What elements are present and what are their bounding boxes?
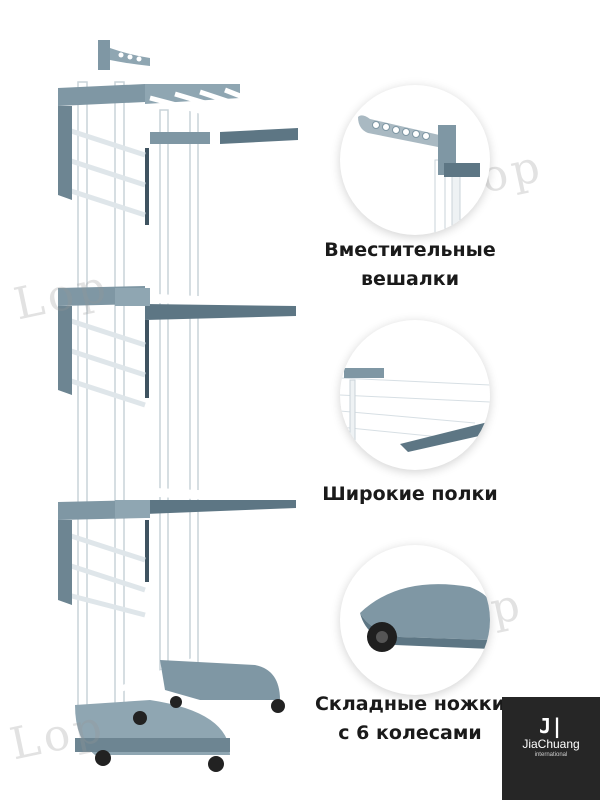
shelf-tier-top bbox=[58, 84, 298, 200]
rack-base-legs bbox=[75, 657, 280, 755]
feature-circle-shelves bbox=[340, 320, 490, 470]
hanger-bar-icon bbox=[358, 115, 480, 235]
brand-logo: J| JiaChuang international bbox=[502, 697, 600, 800]
shelf-tier-bottom bbox=[58, 487, 296, 605]
feature-caption-line: Складные ножки bbox=[314, 693, 506, 715]
shelf-tier-middle bbox=[58, 286, 296, 395]
brand-logo-name: JiaChuang bbox=[522, 737, 580, 751]
feature-caption-hangers: Вместительные вешалки bbox=[300, 236, 520, 294]
feature-caption-line: Вместительные bbox=[324, 239, 496, 261]
feature-caption-wheels: Складные ножки с 6 колесами bbox=[300, 690, 520, 748]
feature-circle-wheels bbox=[340, 545, 490, 695]
feature-caption-line: вешалки bbox=[360, 268, 460, 290]
top-hanger-bar bbox=[98, 40, 150, 70]
rack-wheels bbox=[95, 696, 285, 772]
brand-logo-mark: J| bbox=[538, 714, 564, 738]
feature-caption-line: с 6 колесами bbox=[338, 722, 482, 744]
feature-caption-line: Широкие полки bbox=[322, 483, 498, 505]
brand-logo-subtitle: international bbox=[534, 752, 568, 758]
feature-caption-shelves: Широкие полки bbox=[300, 480, 520, 509]
rack-side-bars bbox=[67, 127, 146, 618]
feature-circle-hangers bbox=[340, 85, 490, 235]
shelf-icon bbox=[340, 368, 490, 470]
wheel-icon bbox=[360, 584, 490, 652]
